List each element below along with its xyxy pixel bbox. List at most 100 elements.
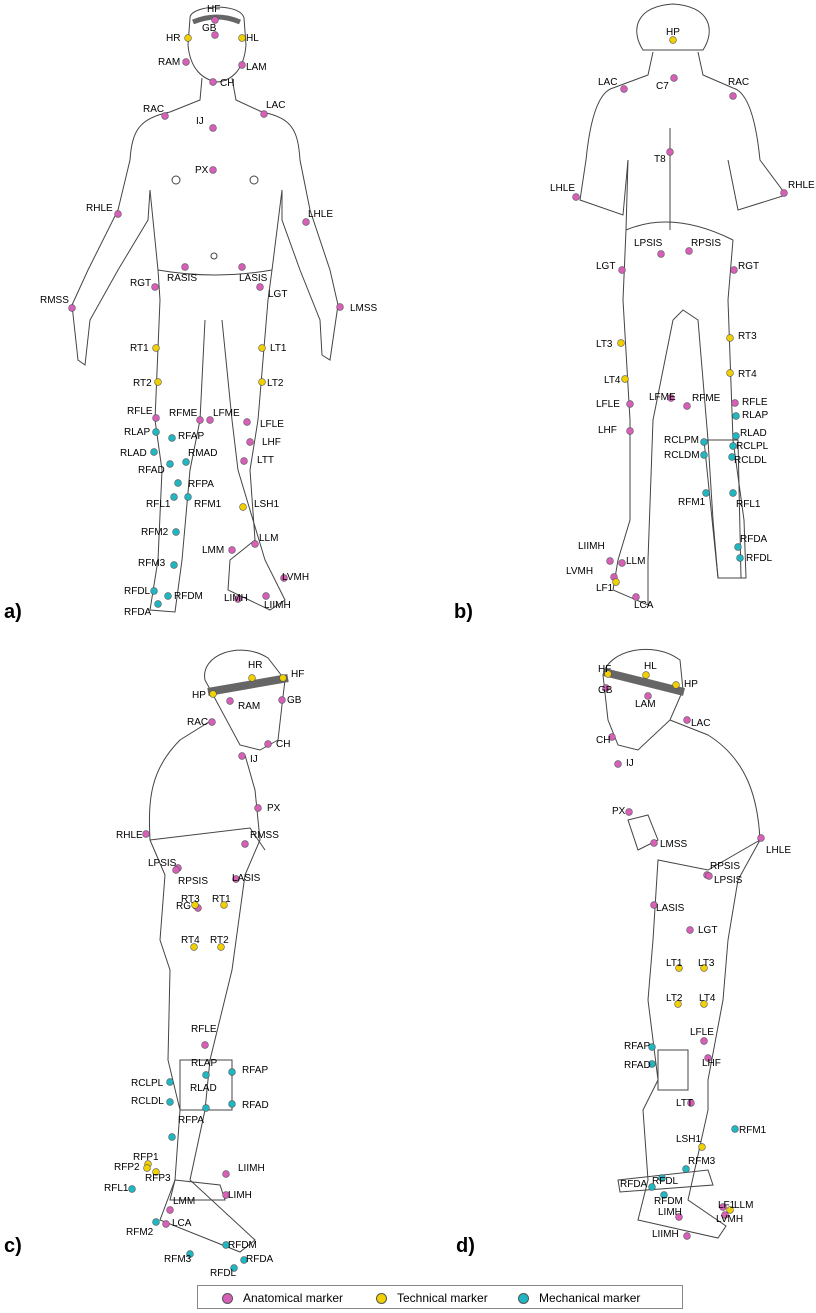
marker-label-rfp2: RFP2 — [114, 1162, 140, 1173]
marker-dot-lsh1 — [239, 503, 247, 511]
marker-label-lgt: LGT — [698, 925, 717, 936]
legend-technical-label: Technical marker — [397, 1291, 488, 1305]
marker-dot-lasis — [232, 875, 240, 883]
marker-dot-rac — [161, 112, 169, 120]
marker-label-liimh: LIIMH — [238, 1163, 265, 1174]
marker-dot-rfad — [228, 1100, 236, 1108]
marker-label-lf1: LF1 — [718, 1200, 736, 1211]
marker-label-rfap: RFAP — [624, 1041, 650, 1052]
marker-label-lhf: LHF — [702, 1058, 721, 1069]
marker-dot-rfm1 — [702, 489, 710, 497]
marker-dot-rfap — [648, 1043, 656, 1051]
marker-dot-ch — [264, 740, 272, 748]
marker-label-rclpl: RCLPL — [131, 1078, 164, 1089]
marker-dot-limh — [675, 1213, 683, 1221]
marker-label-lt4: LT4 — [699, 993, 716, 1004]
marker-dot-lca — [632, 593, 640, 601]
marker-label-lfle: LFLE — [690, 1027, 714, 1038]
marker-label-rcldl: RCLDL — [734, 455, 767, 466]
marker-label-rfdm: RFDM — [174, 591, 203, 602]
legend-mechanical-label: Mechanical marker — [539, 1291, 641, 1305]
marker-dot-liimh — [262, 592, 270, 600]
marker-dot-lac — [620, 85, 628, 93]
marker-label-lfle: LFLE — [260, 419, 284, 430]
marker-label-llm: LLM — [626, 556, 645, 567]
marker-label-rac: RAC — [143, 104, 164, 115]
marker-dot-lt4 — [700, 1000, 708, 1008]
marker-dot-rclpl — [729, 442, 737, 450]
marker-label-limh: LIMH — [228, 1190, 252, 1201]
marker-label-rasis: RASIS — [167, 273, 197, 284]
marker-dot-rfad — [166, 460, 174, 468]
marker-dot-lhf — [246, 438, 254, 446]
marker-label-lam: LAM — [635, 699, 656, 710]
marker-label-rfm3: RFM3 — [688, 1156, 716, 1167]
figure-back-outline — [579, 3, 787, 606]
marker-dot-lasis — [238, 263, 246, 271]
legend-anatomical: Anatomical marker — [222, 1289, 343, 1307]
figure-side-right-outline — [148, 649, 289, 1253]
marker-dot-gb — [278, 696, 286, 704]
marker-dot-rmss — [241, 840, 249, 848]
marker-dot-rfdl — [736, 554, 744, 562]
marker-dot-rlad — [202, 1104, 210, 1112]
marker-dot-rfp2 — [143, 1164, 151, 1172]
marker-label-lt3: LT3 — [596, 339, 613, 350]
marker-dot-rlad — [732, 432, 740, 440]
marker-label-rfda: RFDA — [740, 534, 768, 545]
marker-dot-lt3 — [617, 339, 625, 347]
marker-dot-hr — [184, 34, 192, 42]
anatomical-dot-icon — [222, 1292, 233, 1304]
marker-label-lac: LAC — [598, 77, 617, 88]
marker-label-rfle: RFLE — [127, 406, 153, 417]
marker-label-rac: RAC — [728, 77, 749, 88]
marker-dot-ch — [209, 78, 217, 86]
marker-label-rgt: RGT — [176, 901, 197, 912]
marker-dot-rfme — [683, 402, 691, 410]
marker-dot-lhle — [757, 834, 765, 842]
marker-label-rcldl: RCLDL — [131, 1096, 164, 1107]
marker-label-rfda: RFDA — [246, 1254, 274, 1265]
marker-label-ch: CH — [596, 735, 610, 746]
marker-dot-hf — [279, 674, 287, 682]
marker-dot-rpsis — [172, 866, 180, 874]
marker-label-rt3: RT3 — [738, 331, 757, 342]
marker-label-rfp3: RFP3 — [145, 1173, 171, 1184]
marker-label-rlad: RLAD — [120, 448, 147, 459]
marker-label-hp: HP — [666, 27, 680, 38]
marker-label-rfdl: RFDL — [652, 1176, 679, 1187]
marker-label-rt4: RT4 — [738, 369, 757, 380]
marker-dot-rfap — [168, 434, 176, 442]
marker-dot-lt1 — [258, 344, 266, 352]
marker-dot-lac — [260, 110, 268, 118]
marker-dot-llm — [251, 540, 259, 548]
legend-technical: Technical marker — [376, 1289, 488, 1307]
marker-dot-rlap — [202, 1071, 210, 1079]
marker-label-hp: HP — [192, 690, 206, 701]
marker-dot-rt3 — [726, 334, 734, 342]
marker-dot-rt1 — [220, 901, 228, 909]
marker-label-limh: LIMH — [658, 1207, 682, 1218]
marker-label-gb: GB — [202, 23, 217, 34]
marker-dot-rpsis — [685, 247, 693, 255]
marker-dot-llm — [719, 1203, 727, 1211]
marker-label-rfle: RFLE — [742, 397, 768, 408]
marker-label-rcldm: RCLDM — [664, 450, 700, 461]
marker-dot-rfdl — [230, 1264, 238, 1272]
marker-dot-lt4 — [621, 375, 629, 383]
marker-dot-lt2 — [258, 378, 266, 386]
marker-dot-lhle — [302, 218, 310, 226]
marker-dot-lf1 — [726, 1206, 734, 1214]
marker-label-lsh1: LSH1 — [676, 1134, 701, 1145]
marker-dot-llm — [618, 559, 626, 567]
marker-label-lf1: LF1 — [596, 583, 614, 594]
marker-dot-lgt — [686, 926, 694, 934]
marker-label-rfdl: RFDL — [124, 586, 151, 597]
legend-anatomical-label: Anatomical marker — [243, 1291, 344, 1305]
marker-label-px: PX — [195, 165, 209, 176]
marker-label-lfme: LFME — [213, 408, 240, 419]
marker-label-rhle: RHLE — [116, 830, 143, 841]
